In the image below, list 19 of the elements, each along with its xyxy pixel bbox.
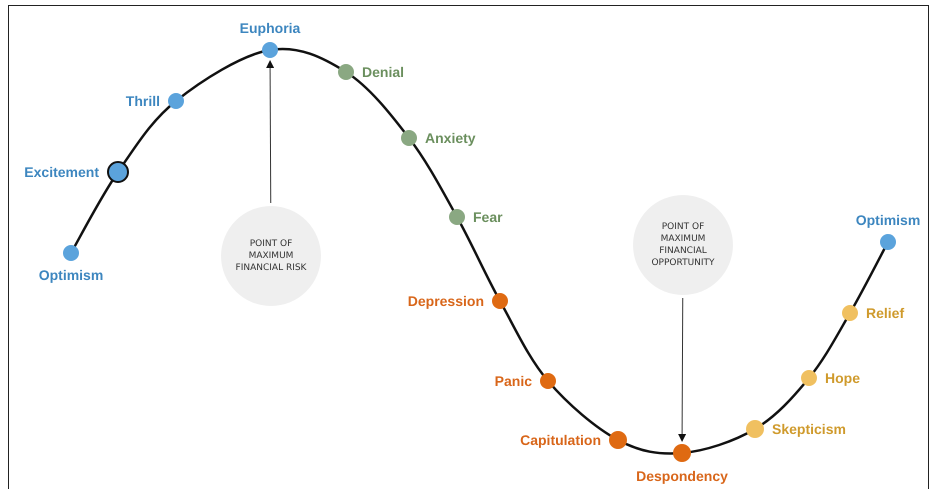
stage-label: Optimism: [856, 212, 920, 228]
stage-label: Excitement: [24, 164, 99, 180]
stage-label: Thrill: [126, 93, 160, 109]
stage-label: Hope: [825, 370, 860, 386]
arrow: [678, 298, 686, 442]
arrow: [266, 60, 274, 204]
stage-label: Euphoria: [240, 20, 300, 36]
stage-label: Anxiety: [425, 130, 476, 146]
stage-label: Despondency: [636, 468, 728, 484]
callout-text: POINT OF MAXIMUM FINANCIAL OPPORTUNITY: [650, 221, 716, 269]
stage-label: Fear: [473, 209, 503, 225]
stage-label: Skepticism: [772, 421, 846, 437]
stage-label: Optimism: [38, 267, 104, 283]
stage-label: Capitulation: [520, 432, 601, 448]
stage-label: Panic: [494, 373, 532, 389]
stage-label: Relief: [866, 305, 904, 321]
stage-label: Denial: [362, 64, 404, 80]
callout-text: POINT OF MAXIMUM FINANCIAL RISK: [234, 238, 308, 274]
stage-label: Depression: [408, 293, 484, 309]
